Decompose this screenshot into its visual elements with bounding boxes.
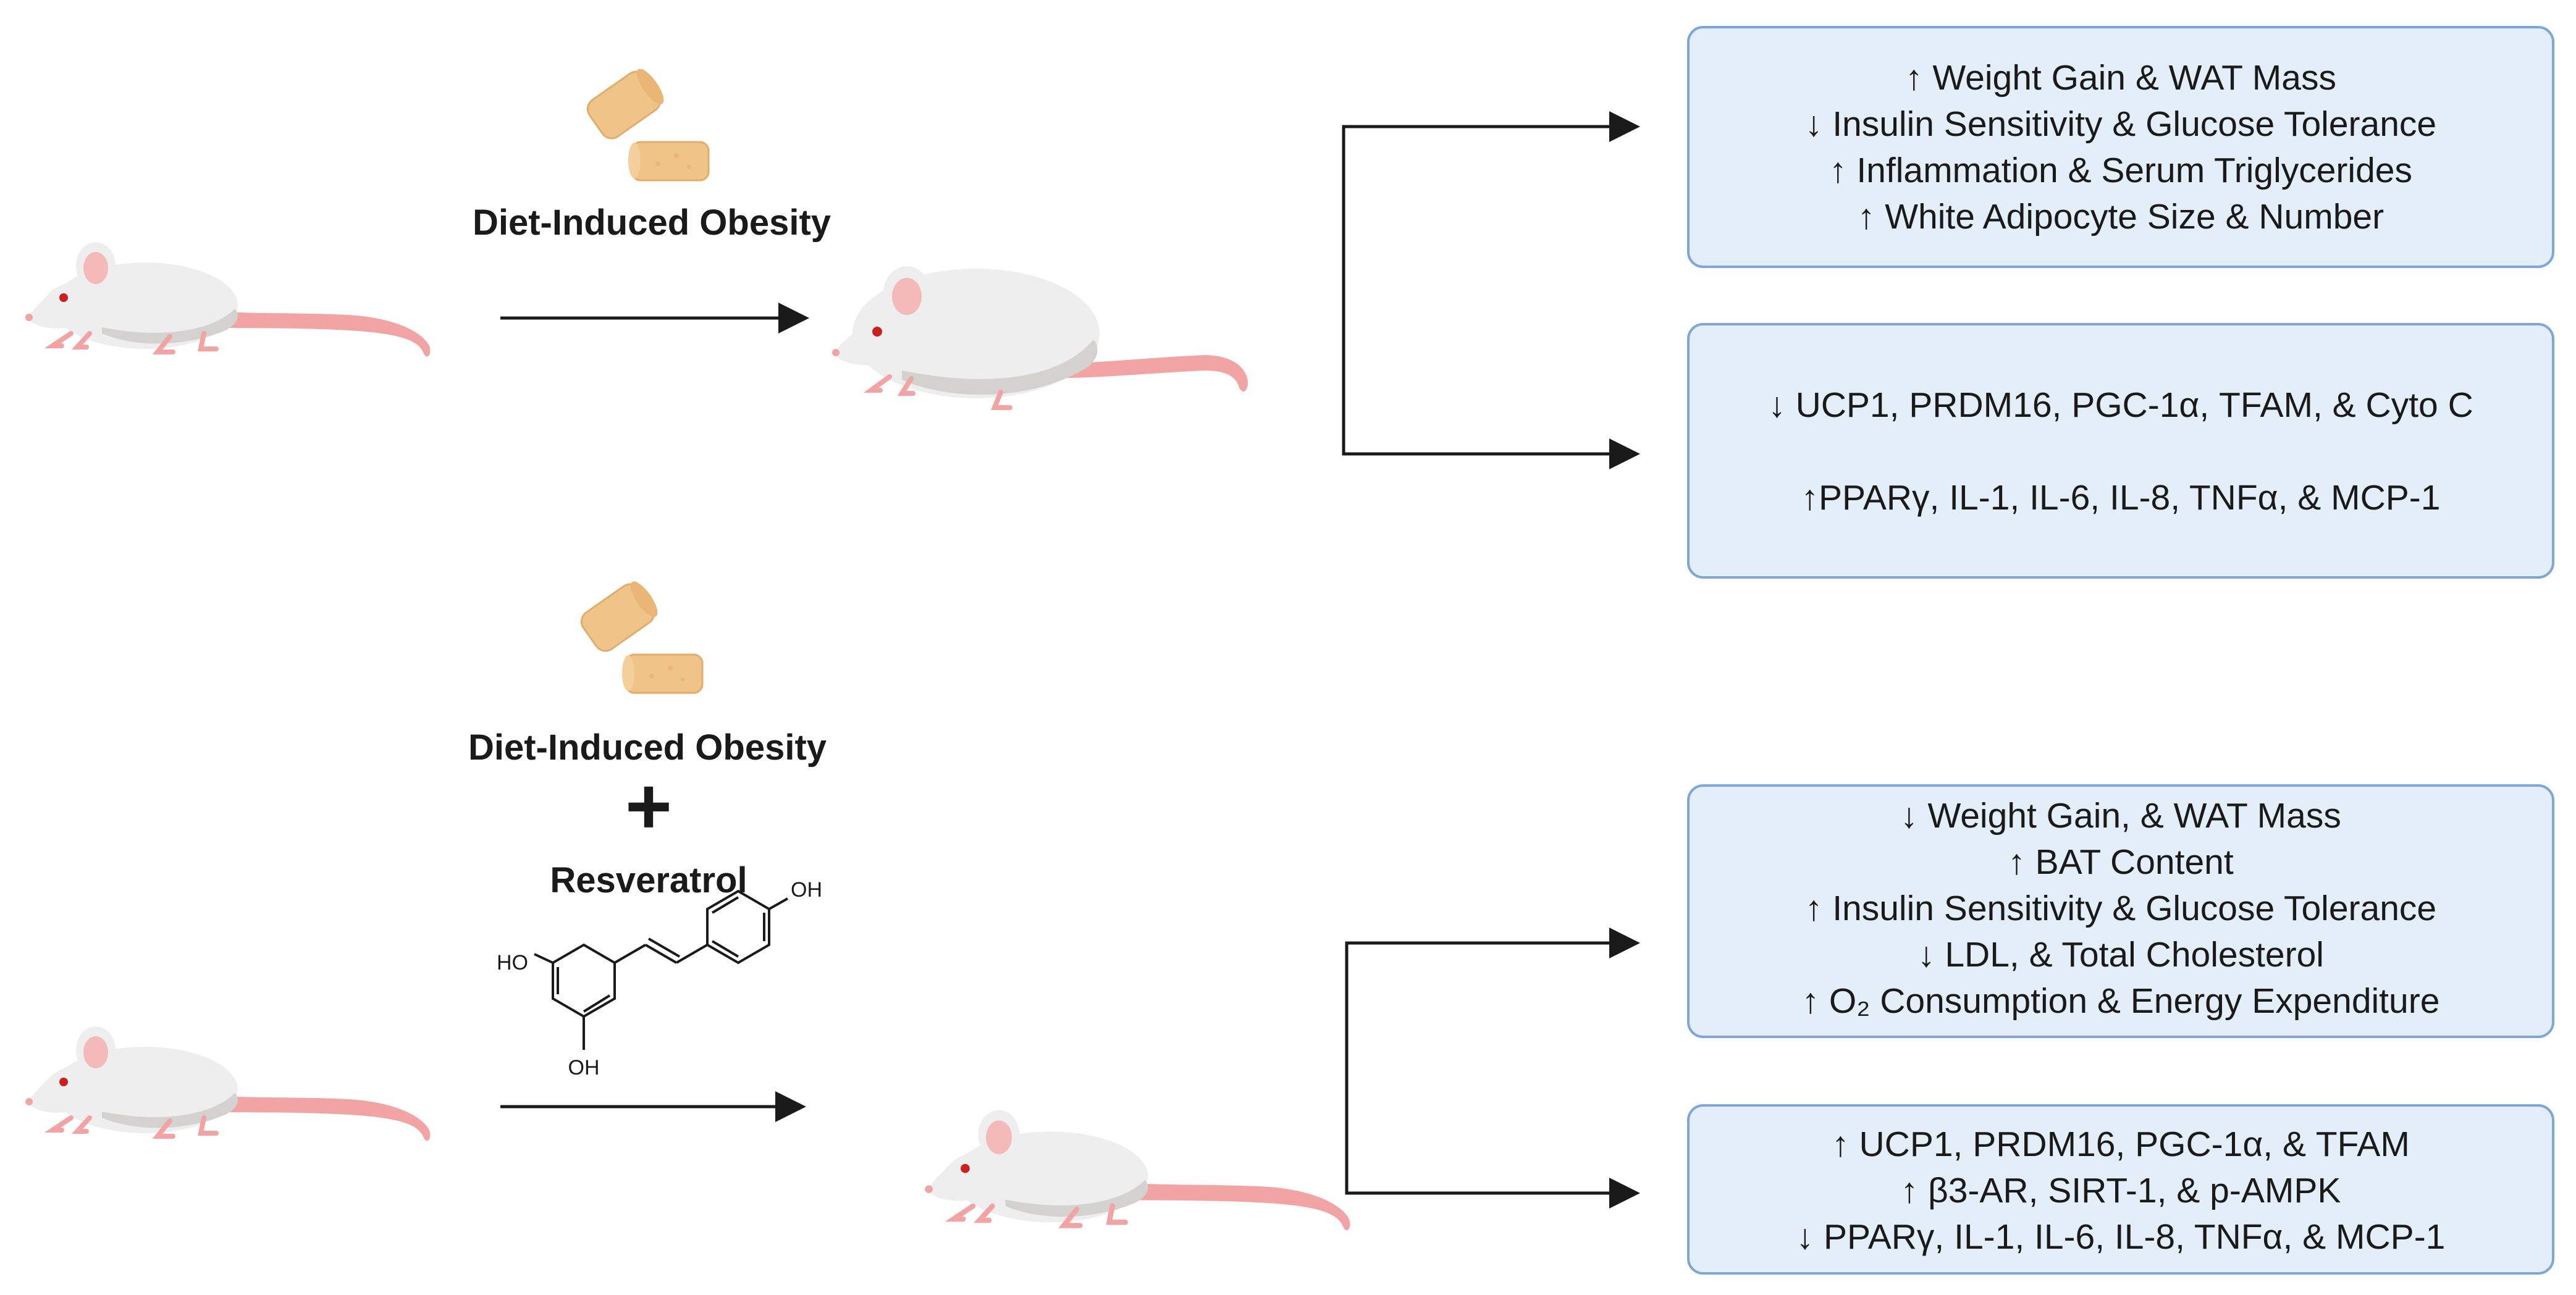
outcome-line: ↓ UCP1, PRDM16, PGC-1α, TFAM, & Cyto C xyxy=(1768,385,2473,425)
outcome-line: ↑ Insulin Sensitivity & Glucose Toleranc… xyxy=(1805,889,2436,928)
outcome-box-physiology: ↑ Weight Gain & WAT Mass ↓ Insulin Sensi… xyxy=(1687,26,2554,268)
outcome-line: ↑ β3-AR, SIRT-1, & p-AMPK xyxy=(1901,1171,2341,1210)
outcome-line: ↓ Weight Gain, & WAT Mass xyxy=(1900,796,2341,836)
outcome-line: ↑ O₂ Consumption & Energy Expenditure xyxy=(1802,981,2440,1021)
outcome-line: ↓ PPARγ, IL-1, IL-6, IL-8, TNFα, & MCP-1 xyxy=(1796,1217,2446,1257)
outcome-box-molecular: ↑ UCP1, PRDM16, PGC-1α, & TFAM ↑ β3-AR, … xyxy=(1687,1104,2554,1275)
lean-mouse-icon xyxy=(25,242,430,356)
outcome-box-physiology: ↓ Weight Gain, & WAT Mass ↑ BAT Content … xyxy=(1687,784,2554,1038)
plus-sign: + xyxy=(625,761,672,851)
obese-mouse-icon xyxy=(832,266,1248,408)
outcome-line: ↑ Weight Gain & WAT Mass xyxy=(1905,58,2336,98)
top-panel: Diet-Induced Obesity ↑ Weight Gain & WAT… xyxy=(25,26,2554,579)
food-pellets-icon xyxy=(576,576,704,694)
branch-connector xyxy=(1345,941,1631,1195)
bottom-panel: Diet-Induced Obesity + Resveratrol HO OH… xyxy=(25,576,2554,1275)
outcome-line: ↓ Insulin Sensitivity & Glucose Toleranc… xyxy=(1805,104,2436,144)
diet-label: Diet-Induced Obesity xyxy=(473,203,831,243)
hydroxyl-label: HO xyxy=(497,951,528,974)
hydroxyl-label: OH xyxy=(568,1056,600,1079)
treated-mouse-icon xyxy=(925,1110,1350,1231)
outcome-line: ↑PPARγ, IL-1, IL-6, IL-8, TNFα, & MCP-1 xyxy=(1801,478,2441,518)
lean-mouse-icon xyxy=(25,1026,430,1141)
outcome-line: ↑ BAT Content xyxy=(2008,842,2234,882)
treatment-label: Resveratrol xyxy=(550,860,747,900)
outcome-line: ↑ Inflammation & Serum Triglycerides xyxy=(1829,151,2412,190)
resveratrol-structure xyxy=(534,889,788,1050)
hydroxyl-label: OH xyxy=(791,878,822,902)
food-pellets-icon xyxy=(582,63,710,182)
outcome-box-molecular: ↓ UCP1, PRDM16, PGC-1α, TFAM, & Cyto C ↑… xyxy=(1687,323,2554,579)
diet-label: Diet-Induced Obesity xyxy=(468,727,827,768)
outcome-line: ↑ UCP1, PRDM16, PGC-1α, & TFAM xyxy=(1832,1125,2410,1164)
outcome-line: ↑ White Adipocyte Size & Number xyxy=(1858,197,2384,237)
outcome-line: ↓ LDL, & Total Cholesterol xyxy=(1917,935,2324,974)
branch-connector xyxy=(1342,125,1631,456)
